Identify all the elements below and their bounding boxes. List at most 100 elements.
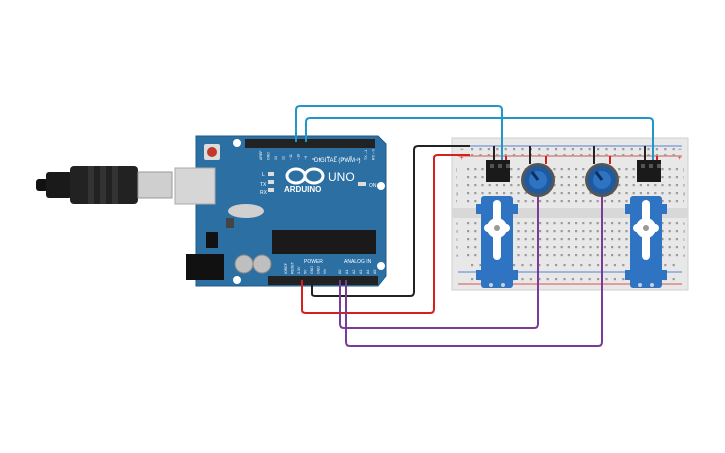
breadboard-hole[interactable] (503, 192, 506, 195)
breadboard-hole[interactable] (575, 184, 578, 187)
breadboard-hole[interactable] (654, 184, 657, 187)
arduino-uno-board[interactable]: ARDUINO UNO DIGITAL (PWM~) POWER ANALOG … (174, 135, 387, 287)
breadboard-hole[interactable] (481, 168, 484, 171)
breadboard-hole[interactable] (495, 192, 498, 195)
breadboard-hole[interactable] (560, 246, 563, 249)
breadboard-hole[interactable] (517, 246, 520, 249)
breadboard-hole[interactable] (553, 184, 556, 187)
usb-cable[interactable] (36, 166, 173, 204)
breadboard-hole[interactable] (517, 168, 520, 171)
breadboard-hole[interactable] (618, 254, 621, 257)
breadboard-hole[interactable] (546, 154, 549, 157)
breadboard-hole[interactable] (622, 264, 625, 267)
breadboard-hole[interactable] (467, 192, 470, 195)
breadboard-hole[interactable] (539, 246, 542, 249)
breadboard-hole[interactable] (560, 222, 563, 225)
breadboard-hole[interactable] (603, 254, 606, 257)
breadboard-hole[interactable] (524, 200, 527, 203)
breadboard-hole[interactable] (611, 238, 614, 241)
breadboard-hole[interactable] (582, 222, 585, 225)
breadboard-hole[interactable] (504, 148, 507, 151)
breadboard-hole[interactable] (546, 264, 549, 267)
breadboard-hole[interactable] (668, 184, 671, 187)
breadboard-hole[interactable] (567, 176, 570, 179)
breadboard-hole[interactable] (588, 278, 591, 281)
breadboard-hole[interactable] (539, 238, 542, 241)
breadboard-hole[interactable] (467, 246, 470, 249)
breadboard-hole[interactable] (582, 184, 585, 187)
breadboard-hole[interactable] (575, 246, 578, 249)
breadboard-hole[interactable] (632, 168, 635, 171)
breadboard-hole[interactable] (474, 168, 477, 171)
breadboard-hole[interactable] (639, 148, 642, 151)
breadboard-hole[interactable] (517, 230, 520, 233)
breadboard-hole[interactable] (567, 184, 570, 187)
breadboard-hole[interactable] (467, 222, 470, 225)
breadboard-hole[interactable] (647, 148, 650, 151)
breadboard-hole[interactable] (603, 222, 606, 225)
breadboard-hole[interactable] (560, 230, 563, 233)
breadboard-hole[interactable] (575, 192, 578, 195)
breadboard-hole[interactable] (622, 278, 625, 281)
breadboard-hole[interactable] (589, 222, 592, 225)
breadboard-hole[interactable] (531, 254, 534, 257)
breadboard-hole[interactable] (597, 148, 600, 151)
breadboard-hole[interactable] (546, 246, 549, 249)
potentiometer-left[interactable] (521, 163, 555, 197)
breadboard-hole[interactable] (567, 192, 570, 195)
breadboard-hole[interactable] (510, 176, 513, 179)
breadboard-hole[interactable] (668, 168, 671, 171)
breadboard-hole[interactable] (546, 230, 549, 233)
breadboard-hole[interactable] (668, 230, 671, 233)
breadboard-hole[interactable] (471, 264, 474, 267)
breadboard-hole[interactable] (521, 154, 524, 157)
breadboard-hole[interactable] (539, 200, 542, 203)
servo-connector-left[interactable] (486, 160, 510, 182)
breadboard-hole[interactable] (661, 168, 664, 171)
breadboard-hole[interactable] (531, 230, 534, 233)
breadboard-hole[interactable] (555, 148, 558, 151)
breadboard-hole[interactable] (575, 176, 578, 179)
breadboard-hole[interactable] (618, 222, 621, 225)
breadboard-hole[interactable] (605, 264, 608, 267)
breadboard-hole[interactable] (605, 278, 608, 281)
breadboard-hole[interactable] (510, 184, 513, 187)
breadboard-hole[interactable] (529, 278, 532, 281)
breadboard-hole[interactable] (487, 148, 490, 151)
breadboard-hole[interactable] (467, 230, 470, 233)
breadboard-hole[interactable] (467, 176, 470, 179)
breadboard-hole[interactable] (589, 254, 592, 257)
breadboard-hole[interactable] (589, 246, 592, 249)
breadboard-hole[interactable] (668, 176, 671, 179)
breadboard-hole[interactable] (571, 264, 574, 267)
breadboard-hole[interactable] (603, 230, 606, 233)
breadboard-hole[interactable] (618, 200, 621, 203)
breadboard-hole[interactable] (560, 238, 563, 241)
breadboard-hole[interactable] (647, 192, 650, 195)
breadboard-hole[interactable] (618, 246, 621, 249)
breadboard-hole[interactable] (639, 192, 642, 195)
breadboard-hole[interactable] (582, 200, 585, 203)
breadboard-hole[interactable] (517, 238, 520, 241)
breadboard-hole[interactable] (611, 200, 614, 203)
breadboard-hole[interactable] (524, 238, 527, 241)
breadboard-hole[interactable] (510, 192, 513, 195)
breadboard-hole[interactable] (513, 148, 516, 151)
breadboard-hole[interactable] (630, 154, 633, 157)
breadboard-hole[interactable] (668, 246, 671, 249)
breadboard-hole[interactable] (474, 246, 477, 249)
breadboard-hole[interactable] (521, 264, 524, 267)
breadboard-hole[interactable] (661, 200, 664, 203)
breadboard-hole[interactable] (625, 168, 628, 171)
wire-red-5v[interactable] (301, 154, 470, 314)
breadboard-hole[interactable] (553, 254, 556, 257)
breadboard-hole[interactable] (603, 200, 606, 203)
breadboard-hole[interactable] (675, 176, 678, 179)
breadboard-hole[interactable] (567, 168, 570, 171)
breadboard-hole[interactable] (672, 278, 675, 281)
breadboard-hole[interactable] (474, 238, 477, 241)
breadboard-hole[interactable] (618, 184, 621, 187)
servo-connector-right[interactable] (637, 160, 661, 182)
breadboard-hole[interactable] (521, 148, 524, 151)
breadboard-hole[interactable] (625, 176, 628, 179)
